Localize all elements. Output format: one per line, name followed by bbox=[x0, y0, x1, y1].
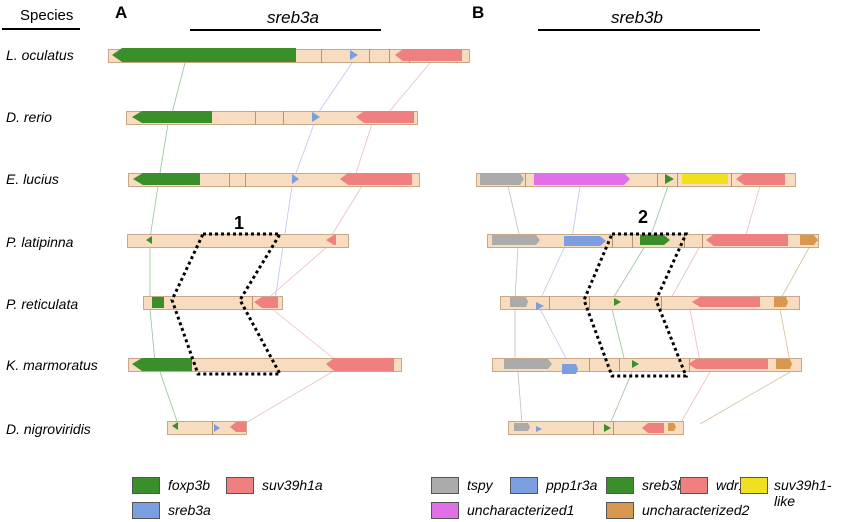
tspy-arrow bbox=[510, 297, 528, 307]
tspy-arrow bbox=[480, 173, 524, 185]
species-label: D. rerio bbox=[6, 109, 52, 125]
species-label: P. latipinna bbox=[6, 234, 74, 250]
sreb3b-arrow bbox=[632, 360, 639, 368]
legend-label-foxp3b: foxp3b bbox=[168, 477, 211, 493]
ppp1r3a-arrow bbox=[564, 236, 606, 246]
sreb3b-arrow bbox=[665, 174, 674, 184]
legend-swatch-uncharacterized2 bbox=[606, 502, 634, 519]
track-d-nigroviridis-sreb3b bbox=[508, 421, 684, 435]
panel-a-label: A bbox=[115, 3, 128, 22]
wdr13-arrow bbox=[642, 423, 664, 433]
foxp3b-arrow bbox=[132, 111, 212, 123]
legend-swatch-uncharacterized1 bbox=[431, 502, 459, 519]
gene-b-rule bbox=[538, 29, 760, 31]
legend-swatch-ppp1r3a bbox=[510, 477, 538, 494]
uncharacterized2-arrow bbox=[776, 359, 792, 369]
region-1-label: 1 bbox=[234, 213, 245, 233]
legend-swatch-sreb3a bbox=[132, 502, 160, 519]
uncharacterized2-arrow bbox=[774, 297, 788, 307]
region-1-outline bbox=[170, 232, 283, 376]
foxp3b-arrow bbox=[133, 173, 200, 185]
legend-label-suv39h1a: suv39h1a bbox=[262, 477, 323, 493]
species-header-rule bbox=[2, 28, 80, 30]
foxp3b-arrow bbox=[146, 236, 152, 244]
wdr13-arrow bbox=[692, 297, 760, 307]
tspy-arrow bbox=[514, 423, 530, 431]
suv39h1-like-box bbox=[682, 174, 728, 184]
track-p-reticulata-sreb3a bbox=[143, 296, 283, 310]
uncharacterized2-arrow bbox=[800, 235, 818, 245]
tspy-arrow bbox=[492, 235, 540, 245]
foxp3b-arrow bbox=[112, 48, 296, 62]
suv39h1a-arrow bbox=[356, 111, 414, 123]
region-2-outline bbox=[582, 232, 689, 378]
suv39h1a-arrow bbox=[340, 173, 412, 185]
suv39h1a-arrow bbox=[326, 358, 394, 371]
legend-swatch-wdr13 bbox=[680, 477, 708, 494]
wdr13-arrow bbox=[688, 359, 768, 369]
legend-swatch-sreb3b bbox=[606, 477, 634, 494]
legend-swatch-tspy bbox=[431, 477, 459, 494]
suv39h1a-arrow bbox=[230, 422, 246, 432]
legend-label-sreb3a: sreb3a bbox=[168, 502, 211, 518]
legend-swatch-suv39h1a bbox=[226, 477, 254, 494]
legend-label-tspy: tspy bbox=[467, 477, 493, 493]
uncharacterized1-arrow bbox=[534, 173, 630, 185]
track-p-latipinna-sreb3a bbox=[127, 234, 349, 248]
legend-label-uncharacterized2: uncharacterized2 bbox=[642, 502, 750, 518]
legend-label-ppp1r3a: ppp1r3a bbox=[546, 477, 598, 493]
sreb3a-arrow bbox=[350, 50, 358, 60]
species-label: K. marmoratus bbox=[6, 357, 98, 373]
ppp1r3a-arrow bbox=[536, 302, 544, 310]
ppp1r3a-arrow bbox=[536, 426, 542, 432]
species-label: L. oculatus bbox=[6, 47, 74, 63]
foxp3b-arrow bbox=[172, 422, 178, 430]
sreb3a-arrow bbox=[312, 112, 320, 122]
sreb3b-arrow bbox=[640, 235, 670, 245]
suv39h1a-arrow bbox=[326, 235, 336, 245]
species-label: D. nigroviridis bbox=[6, 421, 91, 437]
region-2-label: 2 bbox=[638, 207, 649, 227]
wdr13-arrow bbox=[706, 234, 788, 246]
track-d-nigroviridis-sreb3a bbox=[167, 421, 247, 435]
wdr13-arrow bbox=[736, 173, 785, 185]
sreb3b-arrow bbox=[614, 298, 621, 306]
foxp3b-arrow bbox=[152, 297, 164, 308]
sreb3b-arrow bbox=[604, 424, 611, 432]
gene-title-sreb3b: sreb3b bbox=[611, 8, 663, 27]
tspy-arrow bbox=[504, 359, 552, 369]
legend-swatch-suv39h1-like bbox=[740, 477, 768, 494]
sreb3a-arrow bbox=[292, 174, 299, 184]
species-label: P. reticulata bbox=[6, 296, 79, 312]
suv39h1a-arrow bbox=[395, 49, 462, 61]
legend-label-suv39h1-like: suv39h1-like bbox=[774, 477, 832, 509]
species-column-header: Species bbox=[20, 7, 74, 24]
suv39h1a-arrow bbox=[254, 297, 278, 308]
legend-label-uncharacterized1: uncharacterized1 bbox=[467, 502, 575, 518]
panel-b-label: B bbox=[472, 3, 485, 22]
species-label: E. lucius bbox=[6, 171, 59, 187]
sreb3a-arrow bbox=[214, 424, 220, 432]
legend-swatch-foxp3b bbox=[132, 477, 160, 494]
ppp1r3a-arrow bbox=[562, 364, 578, 374]
gene-title-sreb3a: sreb3a bbox=[267, 8, 319, 27]
foxp3b-arrow bbox=[132, 358, 192, 371]
uncharacterized2-arrow bbox=[668, 423, 676, 431]
gene-a-rule bbox=[190, 29, 381, 31]
legend-label-sreb3b: sreb3b bbox=[642, 477, 685, 493]
